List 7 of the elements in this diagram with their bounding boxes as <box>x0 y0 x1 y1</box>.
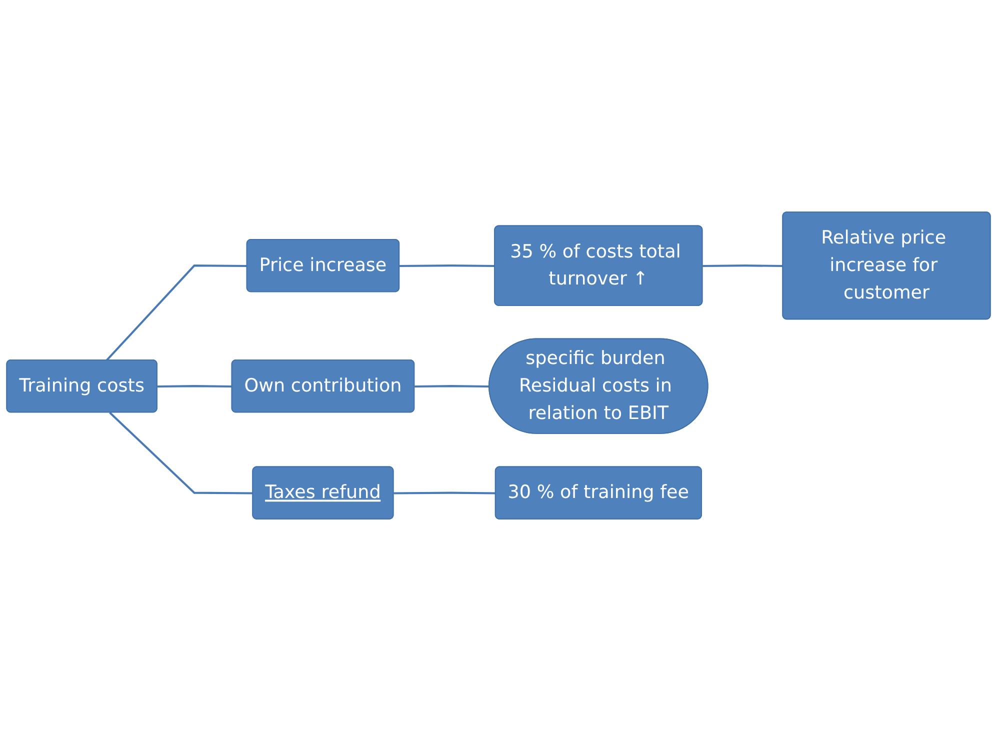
connector <box>106 264 248 361</box>
connector <box>400 264 495 268</box>
connector <box>109 412 254 494</box>
connector <box>414 385 490 388</box>
connector <box>702 264 784 268</box>
connector <box>157 385 232 388</box>
connector <box>394 492 496 494</box>
